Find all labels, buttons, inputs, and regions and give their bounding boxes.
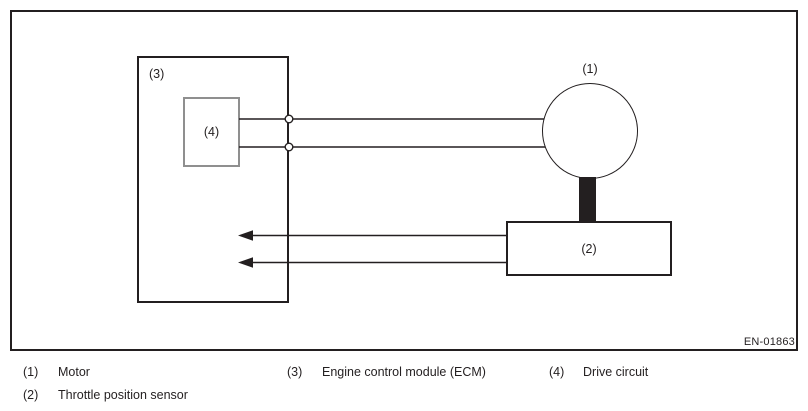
figure-code: EN-01863 bbox=[743, 336, 795, 348]
throttle-sensor-box: (2) bbox=[506, 221, 672, 276]
throttle-sensor-ref-label: (2) bbox=[581, 241, 597, 256]
legend-ref-throttle-sensor: (2) bbox=[23, 388, 39, 402]
legend-label-motor: Motor bbox=[58, 365, 90, 379]
drive-circuit-box: (4) bbox=[183, 97, 240, 167]
figure-frame bbox=[10, 10, 798, 351]
legend-label-ecm: Engine control module (ECM) bbox=[322, 365, 486, 379]
legend-label-throttle-sensor: Throttle position sensor bbox=[58, 388, 188, 402]
ecm-ref-label: (3) bbox=[149, 67, 165, 81]
legend-ref-ecm: (3) bbox=[287, 365, 303, 379]
ecm-box: (3) bbox=[137, 56, 289, 303]
motor-ref-label: (1) bbox=[582, 62, 598, 76]
legend-ref-drive-circuit: (4) bbox=[549, 365, 565, 379]
motor-circle bbox=[542, 83, 638, 179]
legend-ref-motor: (1) bbox=[23, 365, 39, 379]
drive-circuit-ref-label: (4) bbox=[203, 125, 220, 139]
legend-label-drive-circuit: Drive circuit bbox=[583, 365, 649, 379]
